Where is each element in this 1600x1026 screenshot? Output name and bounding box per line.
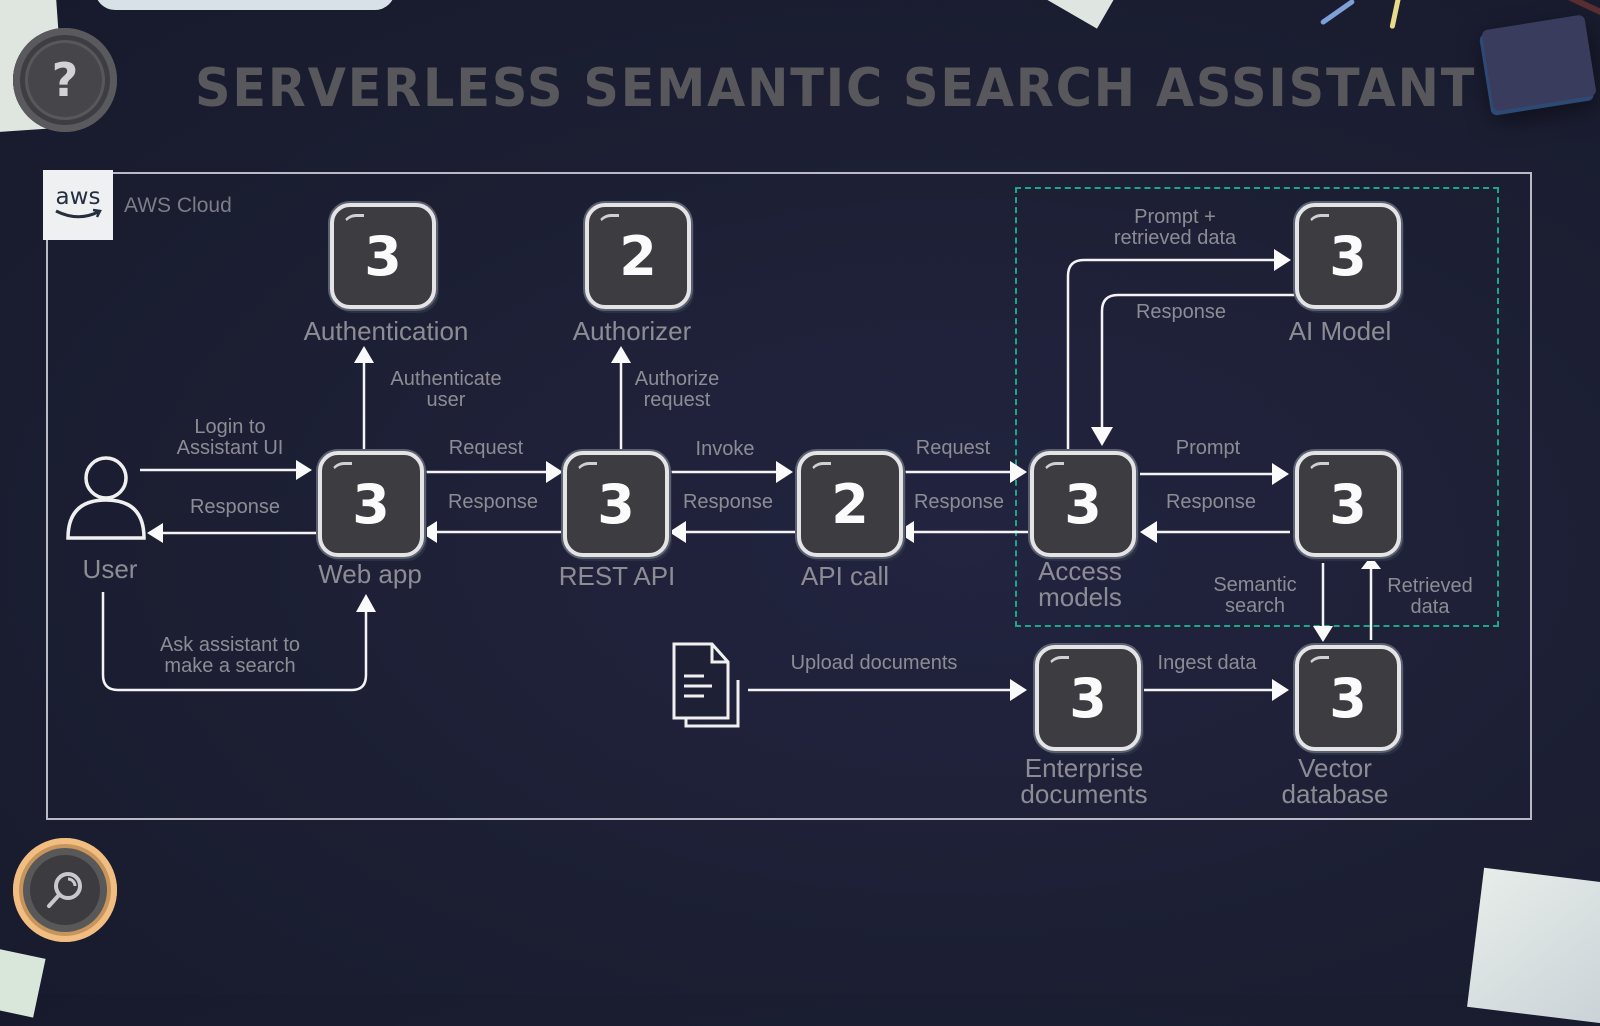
web-app-label: Web app: [318, 559, 422, 589]
edge-label-prompt-retrieved: Prompt + retrieved data: [1090, 207, 1260, 249]
edge-label-line: Authorize: [634, 368, 720, 390]
user-label: User: [82, 554, 138, 584]
vector-database-label-line2: database: [1281, 779, 1389, 809]
edge-label-prompt: Prompt: [1175, 437, 1241, 459]
pencil-decoration: [1389, 0, 1402, 30]
enterprise-documents-block[interactable]: 3: [1035, 645, 1141, 751]
rest-api-label: REST API: [558, 561, 676, 591]
aws-cloud-boundary: [46, 172, 1532, 820]
authorizer-label: Authorizer: [572, 316, 692, 346]
edge-label-line: Semantic: [1213, 574, 1297, 596]
aws-smile-icon: [55, 208, 102, 219]
desk-paper-decoration: [95, 0, 395, 10]
access-models-label-line2: models: [1038, 582, 1122, 612]
edge-label-line: Authenticate: [390, 368, 502, 390]
vector-database-label: Vector database: [1260, 755, 1410, 807]
authentication-label: Authentication: [303, 316, 469, 346]
ai-model-count: 3: [1329, 224, 1367, 288]
enterprise-documents-count: 3: [1069, 666, 1107, 730]
edge-label-api-response: Response: [913, 491, 1005, 513]
search-button[interactable]: [13, 838, 117, 942]
question-mark-icon: ?: [51, 53, 79, 107]
edge-label-authorize: Authorize request: [622, 369, 732, 411]
edge-label-login: Login to Assistant UI: [160, 417, 300, 459]
edge-label-ai-response: Response: [1135, 301, 1227, 323]
desk-paper-decoration: [1045, 0, 1115, 29]
edge-label-web-request: Request: [448, 437, 524, 459]
edge-label-kb-response: Response: [1165, 491, 1257, 513]
edge-label-user-response: Response: [189, 496, 281, 518]
pencil-decoration: [1319, 0, 1356, 26]
desk-paper-decoration: [1467, 867, 1600, 1026]
edge-label-line: make a search: [164, 655, 296, 677]
edge-label-line: request: [643, 389, 711, 411]
rod-decoration: [1504, 0, 1600, 22]
authorizer-block[interactable]: 2: [585, 203, 691, 309]
enterprise-documents-label-line1: Enterprise: [1024, 753, 1144, 783]
aws-logo: aws: [43, 170, 113, 240]
edge-label-ask-search: Ask assistant to make a search: [140, 635, 320, 677]
edge-label-line: Ask assistant to: [159, 634, 301, 656]
authorizer-count: 2: [619, 224, 657, 288]
access-models-count: 3: [1064, 472, 1102, 536]
api-call-label: API call: [800, 561, 890, 591]
authentication-count: 3: [364, 224, 402, 288]
desk-paper-decoration: [0, 946, 46, 1018]
vector-database-count: 3: [1329, 666, 1367, 730]
edge-label-rest-response: Response: [682, 491, 774, 513]
vector-database-block[interactable]: 3: [1295, 645, 1401, 751]
edge-label-invoke: Invoke: [695, 438, 755, 460]
magnifier-icon: [47, 872, 82, 908]
enterprise-documents-label: Enterprise documents: [1000, 755, 1168, 807]
access-models-label: Access models: [1010, 558, 1150, 610]
edge-label-line: Assistant UI: [176, 437, 284, 459]
web-app-block[interactable]: 3: [318, 451, 424, 557]
edge-label-line: Prompt +: [1134, 206, 1216, 228]
aws-cloud-label: AWS Cloud: [124, 194, 232, 217]
ai-model-label: AI Model: [1288, 316, 1392, 346]
edge-label-web-response: Response: [447, 491, 539, 513]
knowledge-base-count: 3: [1329, 472, 1367, 536]
ai-model-block[interactable]: 3: [1295, 203, 1401, 309]
vector-database-label-line1: Vector: [1298, 753, 1372, 783]
rest-api-count: 3: [597, 472, 635, 536]
authentication-block[interactable]: 3: [330, 203, 436, 309]
edge-label-ingest-data: Ingest data: [1157, 652, 1257, 674]
knowledge-base-block[interactable]: 3: [1295, 451, 1401, 557]
enterprise-documents-label-line2: documents: [1020, 779, 1148, 809]
aws-logo-text: aws: [55, 184, 101, 210]
edge-label-line: Retrieved: [1387, 575, 1473, 597]
rest-api-block[interactable]: 3: [563, 451, 669, 557]
user-icon: [66, 456, 146, 540]
help-button[interactable]: ?: [13, 28, 117, 132]
eraser-decoration: [1481, 14, 1597, 112]
page-title: SERVERLESS SEMANTIC SEARCH ASSISTANT: [195, 58, 1477, 119]
edge-label-authenticate: Authenticate user: [376, 369, 516, 411]
access-models-label-line1: Access: [1038, 556, 1122, 586]
web-app-count: 3: [352, 472, 390, 536]
edge-label-semantic-search: Semantic search: [1200, 575, 1310, 617]
edge-label-line: retrieved data: [1113, 227, 1237, 249]
api-call-count: 2: [831, 472, 869, 536]
edge-label-line: search: [1224, 595, 1286, 617]
edge-label-line: data: [1410, 596, 1450, 618]
edge-label-line: Login to: [194, 416, 266, 438]
ai-models-group-boundary: [1015, 187, 1499, 627]
edge-label-retrieved-data: Retrieved data: [1378, 576, 1482, 618]
api-call-block[interactable]: 2: [797, 451, 903, 557]
edge-label-api-request: Request: [915, 437, 991, 459]
document-stack-icon: [672, 642, 740, 728]
access-models-block[interactable]: 3: [1030, 451, 1136, 557]
edge-label-upload-documents: Upload documents: [790, 652, 958, 674]
edge-label-line: user: [426, 389, 466, 411]
